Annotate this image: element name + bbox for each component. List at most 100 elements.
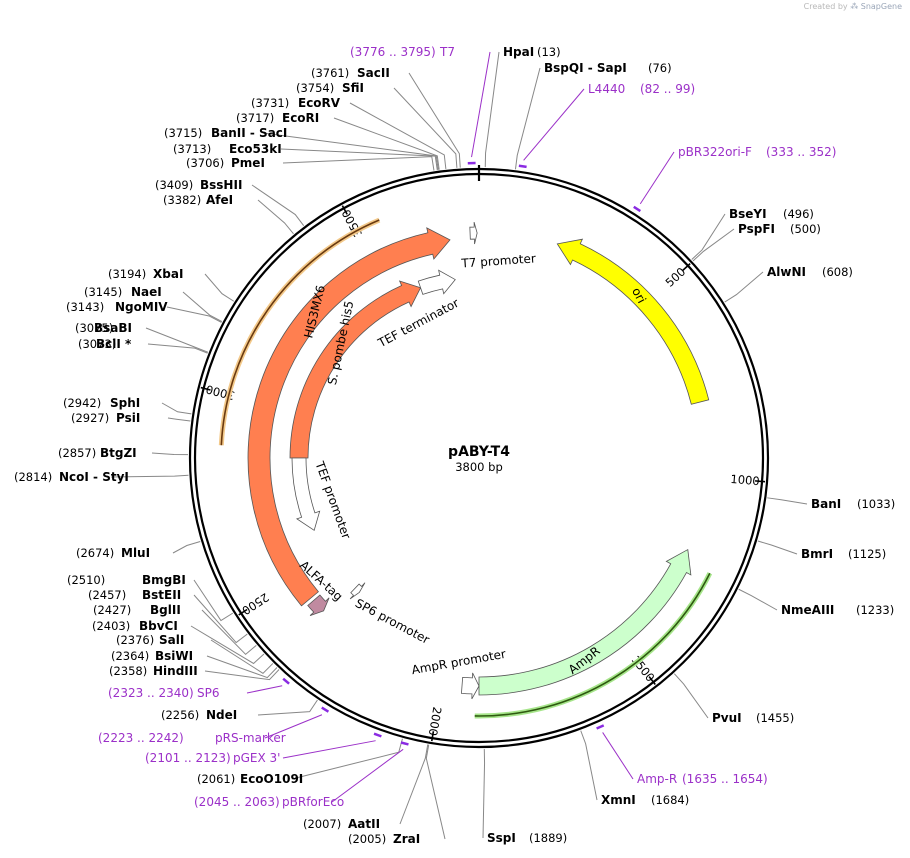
primer-pbr322ori-f[interactable]: pBR322ori-F(333 .. 352)	[633, 145, 837, 213]
site-position: (3382)	[163, 193, 201, 207]
primer-binding-mark	[373, 732, 382, 738]
primer-pgex-3[interactable]: pGEX 3'(2101 .. 2123)	[145, 732, 382, 765]
feature-s-pombe-his5[interactable]	[289, 280, 422, 459]
site-name: EcoO109I	[240, 772, 303, 786]
site-name: HpaI	[503, 45, 534, 59]
site-zrai[interactable]: ZraI(2005)	[348, 744, 446, 846]
site-bsshii[interactable]: BssHII(3409)	[155, 178, 305, 227]
site-mlui[interactable]: MluI(2674)	[76, 541, 201, 560]
site-leader-line	[757, 540, 798, 555]
primer-name: pGEX 3'	[233, 751, 280, 765]
site-position: (2857)	[58, 446, 96, 460]
site-bani[interactable]: BanI(1033)	[767, 497, 895, 511]
site-bsiwi[interactable]: BsiWI(2364)	[111, 649, 278, 679]
feature-label-sp6-promoter: SP6 promoter	[353, 596, 432, 647]
feature-sp6-promoter[interactable]	[349, 582, 366, 600]
site-xmni[interactable]: XmnI(1684)	[580, 730, 690, 807]
site-xbai[interactable]: XbaI (3194)	[108, 267, 235, 302]
site-bsabi[interactable]: BsaBI(3075)	[75, 321, 209, 353]
primer-sp6[interactable]: SP6(2323 .. 2340)	[108, 677, 290, 700]
site-position: (3075)	[75, 321, 113, 335]
site-position: (3145)	[84, 285, 122, 299]
site-alwni[interactable]: AlwNI(608)	[724, 265, 853, 303]
primer-amp-r[interactable]: Amp-R(1635 .. 1654)	[596, 724, 768, 786]
credit-prefix: Created by	[803, 2, 848, 11]
site-bmgbi[interactable]: BmgBI(2510)	[67, 573, 234, 622]
feature-ampr-promoter[interactable]	[461, 672, 480, 700]
site-position: (496)	[783, 207, 814, 221]
feature-t7-promoter[interactable]	[469, 221, 478, 245]
primer-leader-line	[331, 748, 404, 803]
feature-tef-terminator[interactable]	[417, 269, 456, 295]
site-leader-line	[691, 213, 726, 260]
site-ecorv[interactable]: EcoRV(3731)	[251, 96, 447, 169]
site-name: AfeI	[206, 193, 233, 207]
primers: T7(3776 .. 3795) L4440(82 .. 99)pBR322ori…	[98, 45, 836, 809]
site-sphi[interactable]: SphI(2942)	[63, 396, 192, 415]
feature-ori[interactable]	[556, 238, 710, 405]
site-bspqi-sapi[interactable]: BspQI - SapI(76)	[514, 61, 672, 170]
site-sacii[interactable]: SacII(3761)	[311, 66, 461, 168]
site-pvui[interactable]: PvuI(1455)	[673, 673, 794, 725]
site-position: (2061)	[197, 772, 235, 786]
feature-ampr[interactable]	[478, 548, 692, 696]
credit-brand: SnapGene	[860, 2, 902, 11]
site-position: (1684)	[651, 793, 689, 807]
site-pmei[interactable]: PmeI(3706)	[186, 156, 435, 171]
site-ecori[interactable]: EcoRI(3717)	[236, 111, 440, 170]
site-ngomiv[interactable]: NgoMIV(3143)	[66, 300, 222, 323]
site-bsteii[interactable]: BstEII(2457)	[88, 588, 248, 644]
primer-binding-mark	[518, 164, 527, 169]
primer-l4440[interactable]: L4440(82 .. 99)	[518, 82, 695, 169]
feature-alfa-tag[interactable]	[307, 594, 330, 616]
site-leader-line	[482, 748, 486, 839]
site-bcli[interactable]: BclI *(3073)	[78, 337, 208, 354]
site-naei[interactable]: NaeI(3145)	[84, 285, 223, 323]
site-bseyi[interactable]: BseYI(496)	[691, 207, 814, 260]
tick-1500	[648, 676, 656, 685]
site-psii[interactable]: PsiI(2927)	[71, 411, 191, 425]
site-name: SacII	[357, 66, 390, 80]
site-aatii[interactable]: AatII(2007)	[303, 744, 429, 831]
site-position: (13)	[537, 45, 561, 59]
site-btgzi[interactable]: BtgZI(2857)	[58, 446, 189, 460]
site-position: (2256)	[161, 708, 199, 722]
site-name: BanII - SacI	[211, 126, 287, 140]
site-position: (3194)	[108, 267, 146, 281]
site-leader-line	[514, 67, 541, 170]
ampr-orf-arc	[474, 572, 711, 717]
site-position: (1033)	[857, 497, 895, 511]
feature-his3mx6[interactable]	[247, 227, 451, 607]
site-ncoi-styi[interactable]: NcoI - StyI(2814)	[14, 470, 189, 484]
tick-1000	[754, 480, 766, 483]
site-ndei[interactable]: NdeI (2256)	[161, 699, 318, 722]
site-name: XbaI	[153, 267, 183, 281]
site-hpai[interactable]: HpaI(13)	[484, 45, 561, 168]
site-bmri[interactable]: BmrI(1125)	[757, 540, 886, 561]
site-position: (1233)	[856, 603, 894, 617]
primer-pbrforeco[interactable]: pBRforEco(2045 .. 2063)	[194, 741, 409, 809]
site-afei[interactable]: AfeI (3382)	[163, 193, 294, 235]
primer-prs-marker[interactable]: pRS-marker(2223 .. 2242)	[98, 706, 330, 745]
site-bbvci[interactable]: BbvCI(2403)	[92, 619, 265, 665]
site-leader-line	[147, 343, 208, 354]
site-position: (2358)	[109, 664, 147, 678]
site-sfii[interactable]: SfiI(3754)	[296, 81, 458, 168]
site-name: NdeI	[206, 708, 237, 722]
his-orf-arc	[220, 219, 380, 446]
site-position: (2007)	[303, 817, 341, 831]
site-position: (2457)	[88, 588, 126, 602]
site-eco53ki[interactable]: Eco53kI(3713)	[173, 142, 438, 171]
primer-t7[interactable]: T7(3776 .. 3795)	[350, 45, 491, 165]
site-hindiii[interactable]: HindIII(2358)	[109, 664, 280, 681]
primer-name: Amp-R	[637, 772, 677, 786]
site-sali[interactable]: SalI(2376)	[116, 633, 274, 674]
site-pspfi[interactable]: PspFI(500)	[692, 222, 821, 262]
site-position: (3713)	[173, 142, 211, 156]
site-position: (1455)	[756, 711, 794, 725]
site-bglii[interactable]: BglII(2427)	[93, 603, 257, 656]
site-leader-line	[161, 402, 192, 415]
feature-tef-promoter[interactable]	[291, 457, 321, 531]
site-sspi[interactable]: SspI(1889)	[482, 748, 567, 845]
site-nmeaiii[interactable]: NmeAIII(1233)	[738, 588, 895, 617]
